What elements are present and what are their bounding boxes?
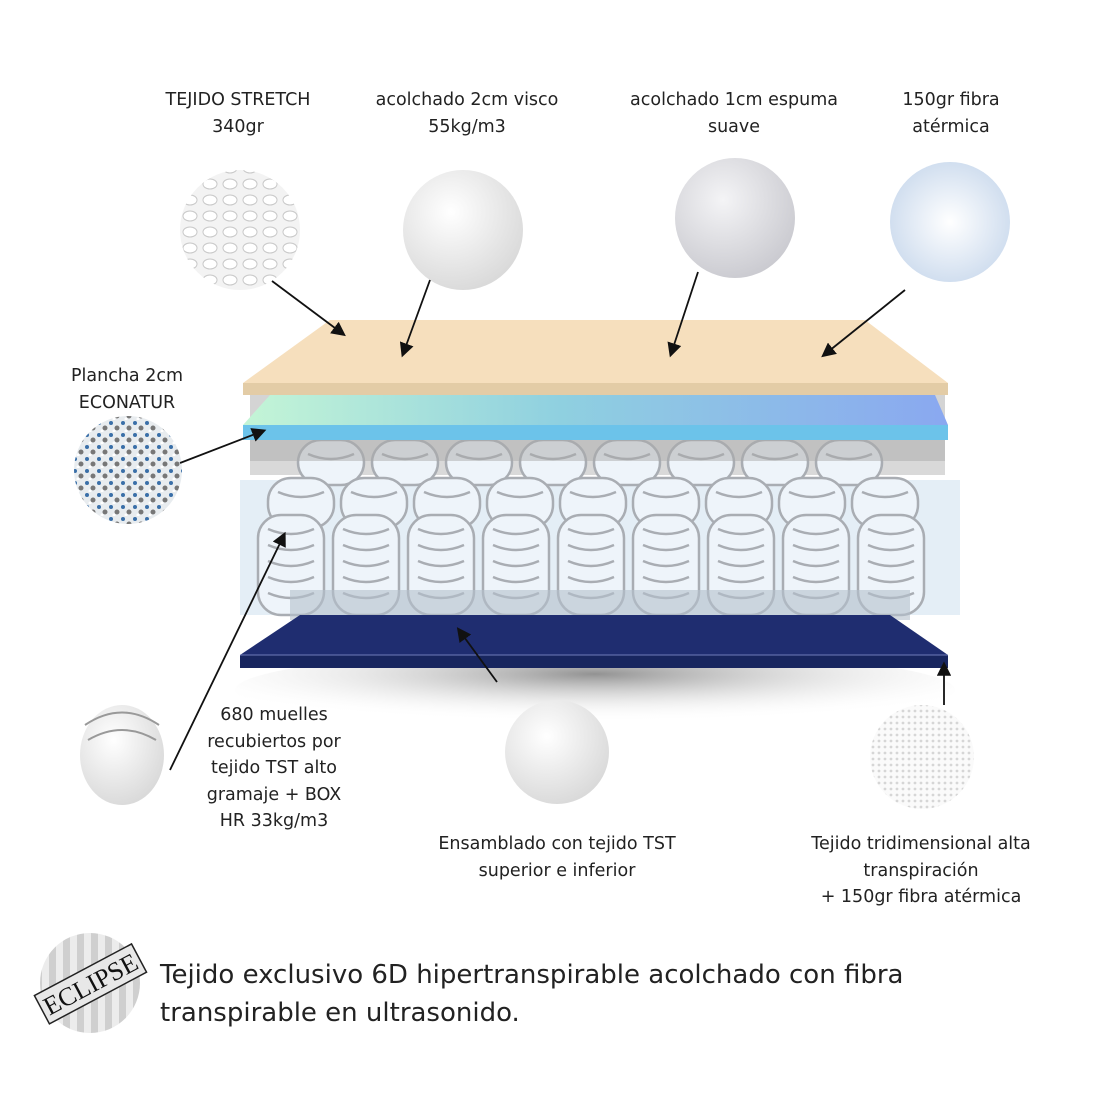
label-line: suave (707, 116, 761, 137)
label-line: Ensamblado con tejido TST (438, 834, 676, 854)
stretch-fabric-image (180, 170, 300, 290)
label-line: transpiración (863, 860, 979, 881)
label-3d-fabric: Tejido tridimensional alta transpiración… (811, 831, 1030, 911)
pocket-spring-image (80, 705, 164, 805)
label-line: + 150gr fibra atérmica (820, 887, 1022, 907)
label-line: gramaje + BOX (206, 784, 342, 805)
label-thermal-fibre: 150gr fibra atérmica (902, 87, 999, 140)
mattress-shadow (235, 650, 955, 730)
label-line: 55kg/m3 (428, 116, 506, 137)
econatur-foam-image (74, 416, 182, 524)
label-line: acolchado 1cm espuma (630, 90, 838, 110)
label-line: 680 muelles (220, 705, 328, 725)
label-visco: acolchado 2cm visco 55kg/m3 (376, 87, 559, 140)
econatur-foam-layer (243, 383, 948, 461)
top-quilt-layer (243, 320, 948, 395)
label-line: HR 33kg/m3 (219, 811, 329, 831)
footer-line: Tejido exclusivo 6D hipertranspirable ac… (160, 960, 904, 990)
footer-description: Tejido exclusivo 6D hipertranspirable ac… (160, 956, 903, 1032)
label-line: Plancha 2cm (70, 366, 184, 386)
tst-fabric-image (505, 700, 609, 804)
visco-foam-image (403, 170, 523, 290)
label-line: atérmica (912, 116, 990, 137)
label-springs: 680 muelles recubiertos por tejido TST a… (207, 702, 342, 835)
label-stretch-fabric: TEJIDO STRETCH 340gr (166, 87, 311, 140)
label-line: acolchado 2cm visco (375, 90, 559, 110)
label-line: ECONATUR (78, 392, 176, 413)
eclipse-logo: ECLIPSE (33, 933, 148, 1033)
3d-mesh-fabric-image (870, 705, 974, 809)
label-line: Tejido tridimensional alta (811, 834, 1031, 854)
label-line: TEJIDO STRETCH (165, 90, 311, 110)
label-line: superior e inferior (478, 860, 636, 881)
soft-foam-image (675, 158, 795, 278)
label-line: tejido TST alto (211, 758, 337, 778)
callout-arrows (169, 271, 952, 771)
label-soft-foam: acolchado 1cm espuma suave (630, 87, 838, 140)
label-line: 150gr fibra (902, 90, 1000, 110)
label-econatur: Plancha 2cm ECONATUR (71, 363, 183, 416)
base-tst-layer (240, 615, 948, 668)
footer-line: transpirable en ultrasonido. (160, 998, 520, 1028)
label-assembled: Ensamblado con tejido TST superior e inf… (438, 831, 675, 884)
label-line: recubiertos por (207, 731, 341, 752)
label-line: 340gr (212, 116, 264, 137)
thermal-fibre-image (890, 162, 1010, 282)
